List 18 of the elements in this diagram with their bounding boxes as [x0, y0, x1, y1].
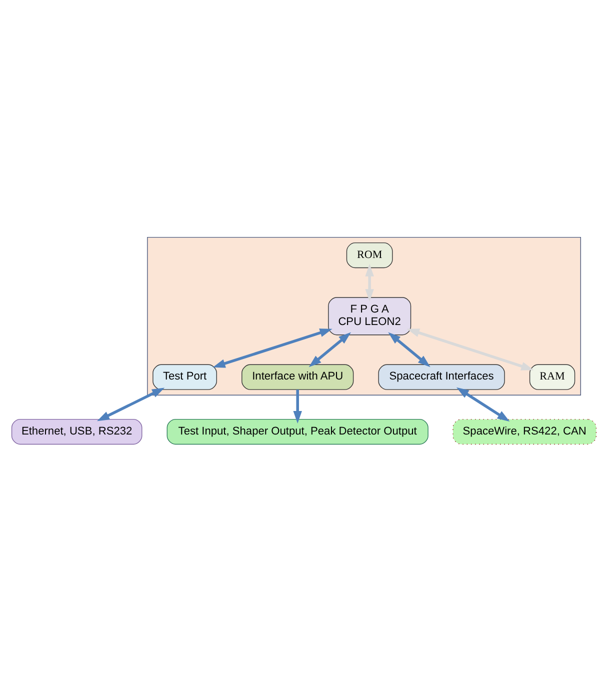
arrow: [406, 328, 534, 370]
node-box: F P G A CPU LEON2: [328, 296, 412, 335]
node-box: SpaceWire, RS422, CAN: [452, 418, 597, 444]
arrow: [456, 386, 510, 422]
arrow: [308, 332, 351, 367]
arrow: [365, 263, 374, 302]
arrow: [96, 387, 165, 421]
node-box: Test Port: [152, 364, 217, 390]
node-box: Test Input, Shaper Output, Peak Detector Output: [166, 418, 428, 444]
node-box: Ethernet, USB, RS232: [11, 418, 142, 444]
node-box: ROM: [346, 242, 393, 268]
arrow: [212, 328, 332, 368]
arrow: [293, 389, 302, 423]
arrow: [388, 332, 430, 367]
cluster: [147, 236, 581, 395]
node-box: RAM: [529, 364, 576, 390]
node-box: Spacecraft Interfaces: [378, 364, 505, 390]
node-box: Interface with APU: [242, 364, 354, 390]
